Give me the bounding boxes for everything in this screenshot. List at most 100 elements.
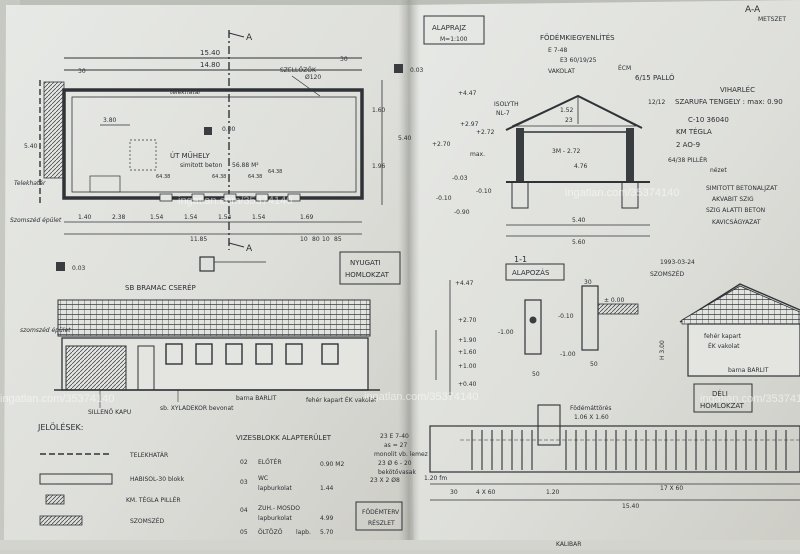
szellozok-label: SZELLŐZŐK (280, 67, 317, 74)
inner-height: 3M - 2.72 (552, 148, 581, 155)
level-003-bottom: 0.03 (72, 265, 86, 272)
west-note-3: barna BARLIT (236, 395, 277, 402)
level-marker (394, 64, 403, 73)
fodemterv-title: FÖDÉMTERV (362, 508, 400, 516)
roof-note-4: ÉCM (618, 64, 631, 72)
lvl-010b: -0.10 (436, 195, 452, 202)
legend-item-4: SZOMSZÉD (130, 517, 165, 525)
side-door (137, 345, 155, 391)
slab-outline (429, 425, 800, 473)
b-lvl-040: +0.40 (458, 381, 477, 388)
isolyth: ISOLYTH (494, 101, 519, 108)
dim-b2-2: 10 (300, 236, 308, 243)
detail-11: 1-1 (514, 255, 527, 264)
west-title: NYUGATI (350, 259, 381, 267)
dim-b2-3: 80 (312, 236, 320, 243)
dim-b1-5: 1.54 (218, 214, 232, 221)
row2-area: 1.44 (320, 485, 334, 492)
section-title: A-A (745, 5, 761, 15)
west-title-box (339, 251, 401, 285)
west-roof (57, 299, 371, 337)
room-name: ÚT MŰHELY (170, 151, 210, 160)
slab-label-3: monolit vb. lemez (374, 451, 428, 458)
dim-top-2: 14.80 (200, 61, 220, 69)
left-page (4, 5, 414, 548)
watermark-1: ingatlan.com/35374140 (178, 195, 292, 207)
legend-item-3: KM. TÉGLA PILLÉR (126, 496, 181, 504)
room-area: 56.88 M² (232, 162, 259, 169)
vihar-label: VIHARLÉC (720, 85, 755, 94)
telekhatar-label: telekhatár (170, 89, 201, 96)
watermarks: ingatlan.com/35374140 ingatlan.com/35374… (0, 187, 800, 405)
fodemterv-sub: RÉSZLET (368, 519, 395, 527)
dim-b1-1: 1.40 (78, 214, 92, 221)
west-windows (165, 343, 339, 365)
neighbour-wall (43, 81, 65, 179)
side-note-2: AKVABIT SZIG (712, 196, 754, 203)
legend: JELÖLÉSEK: TELEKHATÁR HABISOL-30 blokk K… (37, 421, 185, 526)
dim-b1-6: 1.54 (252, 214, 266, 221)
beam-label: 12/12 (648, 99, 665, 106)
lvl-297: +2.97 (460, 121, 479, 128)
right-wall-section (626, 128, 634, 182)
row2-name: WC (258, 475, 268, 482)
row2-num: 03 (240, 479, 248, 486)
slab-label-6: 23 X 2 Ø8 (370, 477, 400, 484)
h-23: 23 (565, 117, 573, 124)
dim-b1-3: 1.54 (150, 214, 164, 221)
bottom-edge (0, 540, 800, 550)
legend-item-2: HABISOL-30 blokk (130, 476, 185, 483)
west-roof-label: SB BRAMAC CSERÉP (125, 283, 196, 292)
f-lvl-100: -1.00 (498, 329, 514, 336)
slab-plan: 23 E 7-40 as = 27 monolit vb. lemez 23 Ø… (370, 404, 800, 548)
row1-num: 02 (240, 459, 248, 466)
nl: NL-7 (496, 110, 510, 117)
dim-b2-5: 85 (334, 236, 342, 243)
footing-1 (524, 299, 542, 355)
slab-dim-6: 15.40 (622, 503, 639, 510)
b-lvl-447: +4.47 (455, 280, 474, 287)
west-szomszed: szomszéd épület (20, 327, 71, 334)
row3-num: 04 (240, 507, 248, 514)
overall-540: 5.40 (572, 217, 586, 224)
section-mark-bottom: A (246, 244, 253, 254)
roof-note-1: E 7-48 (548, 47, 567, 54)
window-h-2: 64.38 (212, 174, 226, 180)
watermark-3: ingatlan.com/35374140 (0, 393, 114, 405)
scale-box (423, 15, 485, 45)
row2-sub: lapburkolat (258, 485, 293, 492)
watermark-4: ingatlan.com/35374140 (364, 391, 478, 403)
kmtegla-label: KM TÉGLA (676, 127, 712, 136)
lvl-090: -0.90 (454, 209, 470, 216)
watermark-5: ingatlan.com/35374140 (700, 393, 800, 405)
szellozok-size: Ø120 (305, 74, 321, 81)
south-note-3: barna BARLIT (728, 367, 769, 374)
west-note-4: fehér kapart ÉK vakolat (306, 396, 377, 404)
legend-title: JELÖLÉSEK: (37, 421, 83, 432)
f-lvl-000: ± 0.00 (604, 297, 624, 304)
lvl-272: +2.72 (476, 129, 495, 136)
slab-dim-5: 17 X 60 (660, 485, 683, 492)
west-note-2: sb. XYLADEKOR bevonat (160, 405, 234, 412)
window-h-4: 64.38 (268, 169, 282, 175)
room-width: 3.80 (103, 117, 117, 124)
slab-dim-1: 1.20 fm (424, 475, 447, 482)
row3-name: ZUH.- MOSDO (258, 505, 300, 512)
section-mark-top: A (246, 33, 253, 43)
fodem-size: 1.06 X 1.60 (574, 414, 609, 421)
west-subtitle: HOMLOKZAT (345, 271, 390, 279)
left-label-telekhatar: Telekhatár (14, 180, 46, 187)
row3-area: 4.99 (320, 515, 334, 522)
piller-label: 64/38 PILLÉR (668, 156, 707, 164)
garage-door (65, 345, 127, 391)
left-wall-section (516, 128, 524, 182)
fodemterv-box (355, 501, 403, 531)
floor-plan: 15.40 14.80 30 30 A A telekhatár SZELLŐZ… (10, 30, 424, 272)
west-elevation: NYUGATI HOMLOKZAT SB BRAMAC CSERÉP szoms… (20, 251, 401, 416)
slab-label-2: as = 27 (384, 442, 407, 449)
szomszed-right: SZOMSZÉD (650, 270, 685, 278)
south-note-2: ÉK vakolat (708, 342, 740, 350)
footing-2 (581, 285, 599, 351)
